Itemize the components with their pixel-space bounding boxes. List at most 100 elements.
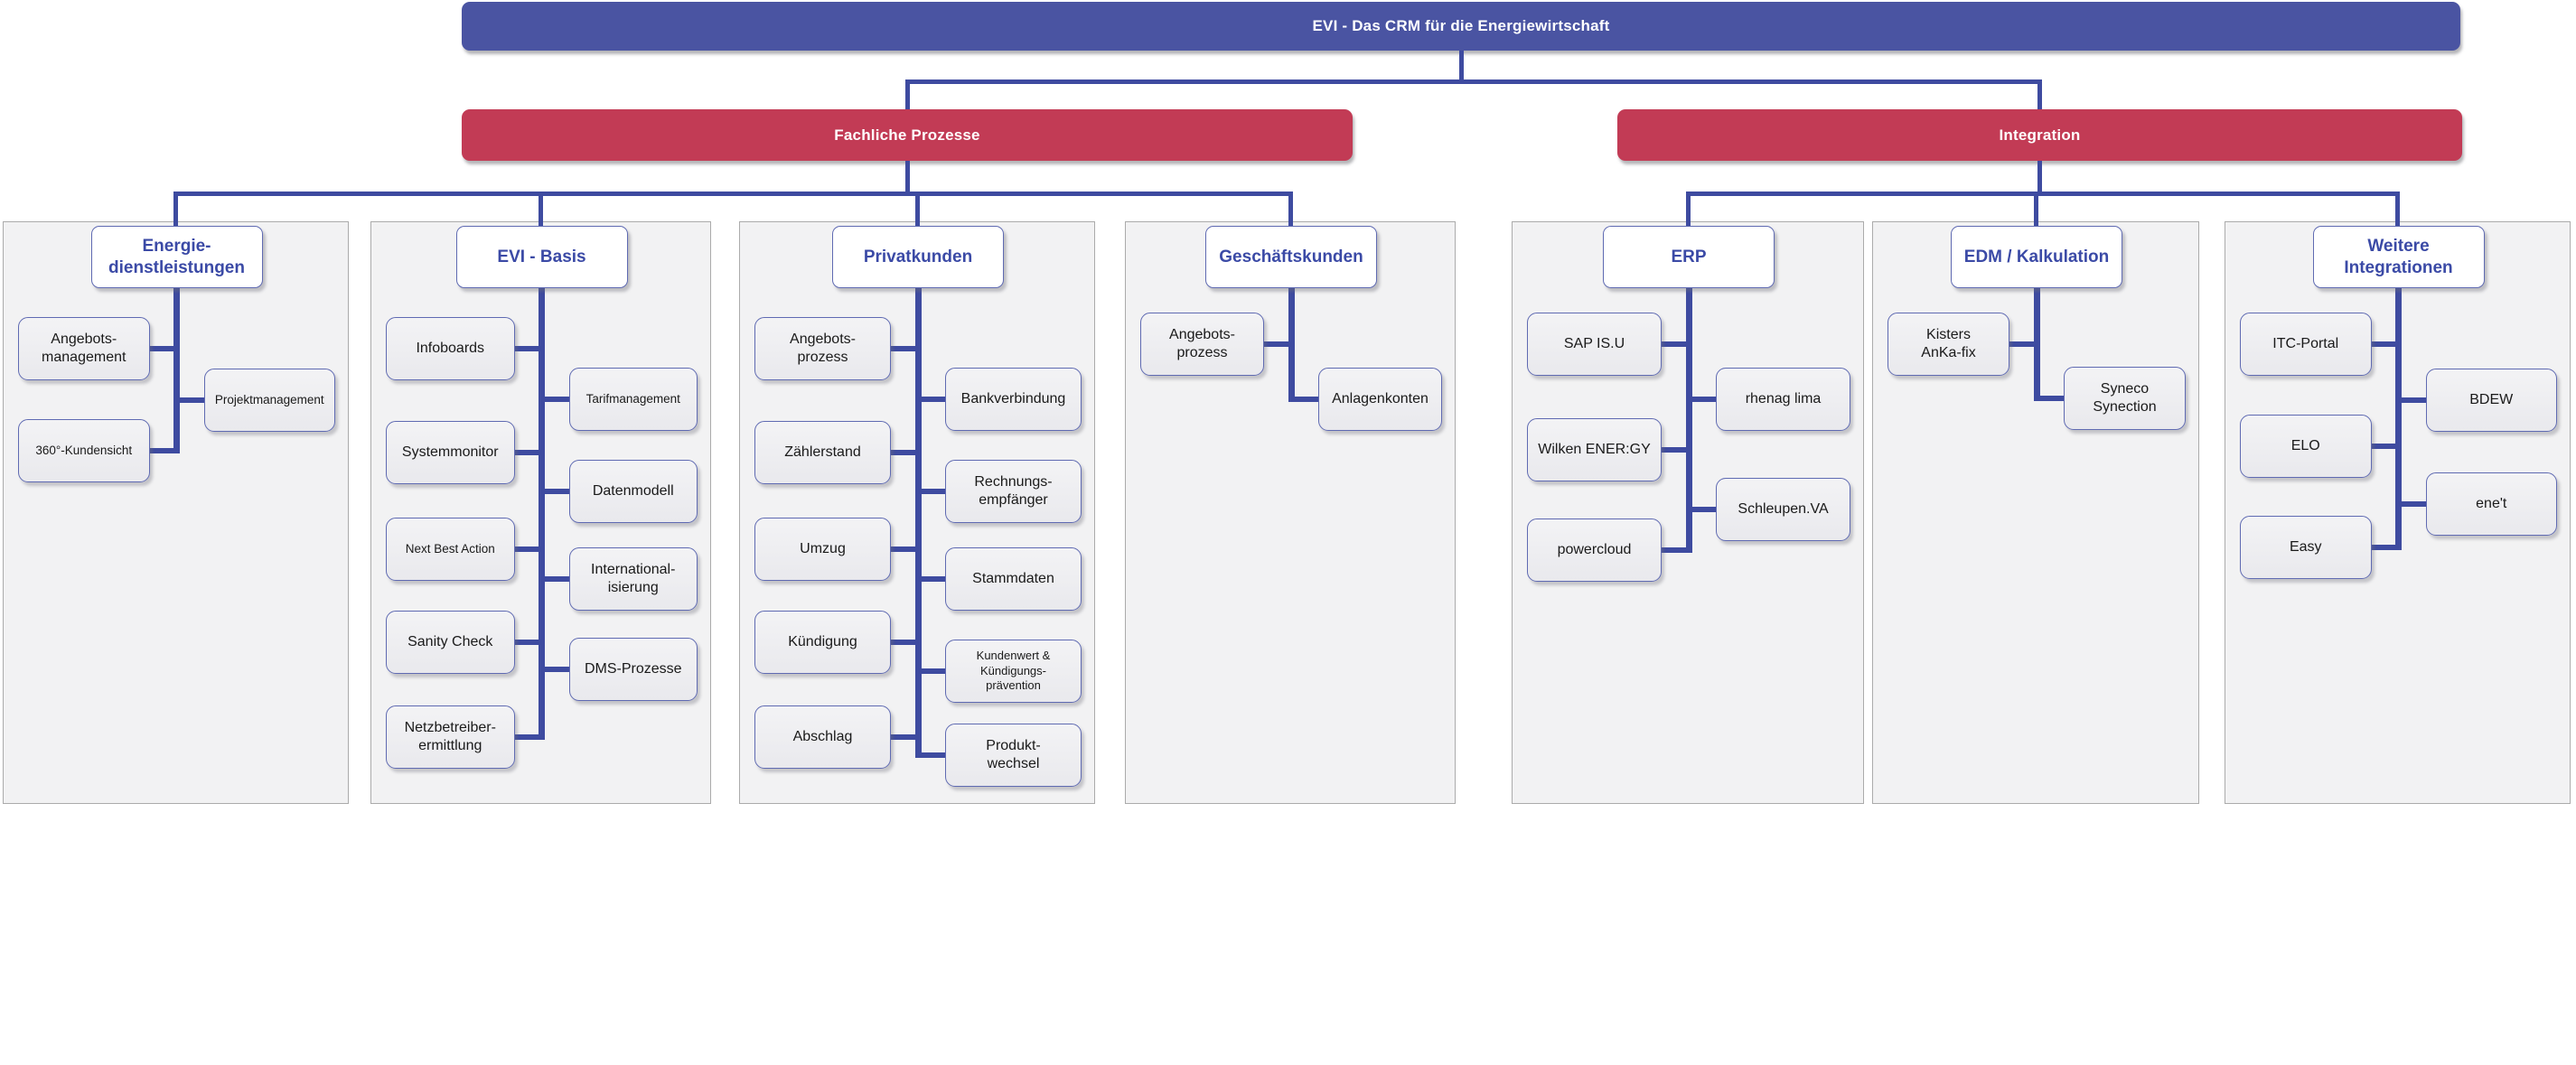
connector-line <box>2398 397 2426 403</box>
panel-title: Energie- dienstleistungen <box>90 226 263 288</box>
connector-line <box>918 397 945 402</box>
connector-line <box>514 734 542 740</box>
connector-line <box>1458 51 1464 84</box>
connector-line <box>2033 288 2040 401</box>
org-node: Next Best Action <box>386 518 515 581</box>
connector-line <box>173 192 178 227</box>
org-node: Kundenwert & Kündigungs- prävention <box>945 640 1082 703</box>
connector-line <box>514 450 542 455</box>
org-node: ELO <box>2240 415 2372 478</box>
org-node: Syneco Synection <box>2064 367 2186 430</box>
connector-line <box>1662 447 1689 453</box>
connector-line <box>918 752 945 758</box>
connector-line <box>1662 547 1689 553</box>
connector-line <box>173 192 1293 196</box>
connector-line <box>1685 192 2400 196</box>
org-node: Systemmonitor <box>386 421 515 484</box>
org-node: Sanity Check <box>386 611 515 674</box>
org-node: Projektmanagement <box>203 369 335 432</box>
connector-line <box>1689 397 1716 402</box>
connector-line <box>539 192 543 227</box>
connector-line <box>2037 161 2042 196</box>
connector-line <box>2037 396 2064 401</box>
branch-banner-integration: Integration <box>1617 109 2462 161</box>
panel-title: Geschäftskunden <box>1205 226 1377 288</box>
panel-title: ERP <box>1603 226 1775 288</box>
connector-line <box>904 79 910 109</box>
connector-line <box>173 288 180 453</box>
connector-line <box>2395 192 2400 227</box>
org-node: Infoboards <box>386 317 515 380</box>
org-node: Netzbetreiber- ermittlung <box>386 705 515 769</box>
org-node: Stammdaten <box>945 547 1082 611</box>
connector-line <box>2398 501 2426 507</box>
connector-line <box>514 640 542 645</box>
connector-line <box>514 547 542 552</box>
connector-line <box>918 489 945 494</box>
connector-line <box>907 79 2040 84</box>
connector-line <box>891 640 918 645</box>
connector-line <box>2371 444 2399 449</box>
org-node: DMS-Prozesse <box>568 638 698 701</box>
org-node: Zählerstand <box>754 421 891 484</box>
connector-line <box>891 547 918 552</box>
connector-line <box>914 288 922 758</box>
connector-line <box>1264 341 1291 347</box>
org-node: ITC-Portal <box>2240 313 2372 376</box>
connector-line <box>1288 288 1295 402</box>
connector-line <box>541 576 569 582</box>
org-node: ene't <box>2425 472 2557 536</box>
org-node: Anlagenkonten <box>1318 368 1442 431</box>
panel-title: EVI - Basis <box>455 226 628 288</box>
connector-line <box>1288 192 1293 227</box>
connector-line <box>918 576 945 582</box>
connector-line <box>1689 507 1716 512</box>
org-node: Kündigung <box>754 611 891 674</box>
connector-line <box>514 346 542 351</box>
org-node: Easy <box>2240 516 2372 579</box>
org-node: Angebots- management <box>18 317 150 380</box>
org-node: Abschlag <box>754 705 891 769</box>
connector-line <box>176 397 204 403</box>
panel-title: Weitere Integrationen <box>2312 226 2485 288</box>
connector-line <box>891 450 918 455</box>
connector-line <box>1685 288 1692 553</box>
org-node: rhenag lima <box>1716 368 1850 431</box>
org-node: BDEW <box>2425 369 2557 432</box>
org-node: Kisters AnKa-fix <box>1888 313 2009 376</box>
connector-line <box>2395 288 2402 550</box>
org-node: 360°-Kundensicht <box>18 419 150 482</box>
org-node: Angebots- prozess <box>1140 313 1264 376</box>
connector-line <box>904 161 910 196</box>
org-node: Umzug <box>754 518 891 581</box>
connector-line <box>891 734 918 740</box>
org-node: Wilken ENER:GY <box>1527 418 1662 481</box>
panel-title: Privatkunden <box>832 226 1004 288</box>
connector-line <box>541 667 569 672</box>
connector-line <box>914 192 920 227</box>
org-node: Bankverbindung <box>945 368 1082 431</box>
connector-line <box>918 668 945 674</box>
connector-line <box>149 346 177 351</box>
org-node: Schleupen.VA <box>1716 478 1850 541</box>
connector-line <box>2033 192 2038 227</box>
org-node: International- isierung <box>568 547 698 611</box>
connector-line <box>2009 341 2037 347</box>
connector-line <box>149 448 177 453</box>
org-node: Rechnungs- empfänger <box>945 460 1082 523</box>
connector-line <box>2037 79 2042 109</box>
connector-line <box>2371 341 2399 347</box>
connector-line <box>2371 545 2399 550</box>
panel-title: EDM / Kalkulation <box>1951 226 2122 288</box>
org-node: Datenmodell <box>568 460 698 523</box>
connector-line <box>541 489 569 494</box>
connector-line <box>1685 192 1691 227</box>
org-node: SAP IS.U <box>1527 313 1662 376</box>
connector-line <box>1662 341 1689 347</box>
org-node: Produkt- wechsel <box>945 724 1082 787</box>
